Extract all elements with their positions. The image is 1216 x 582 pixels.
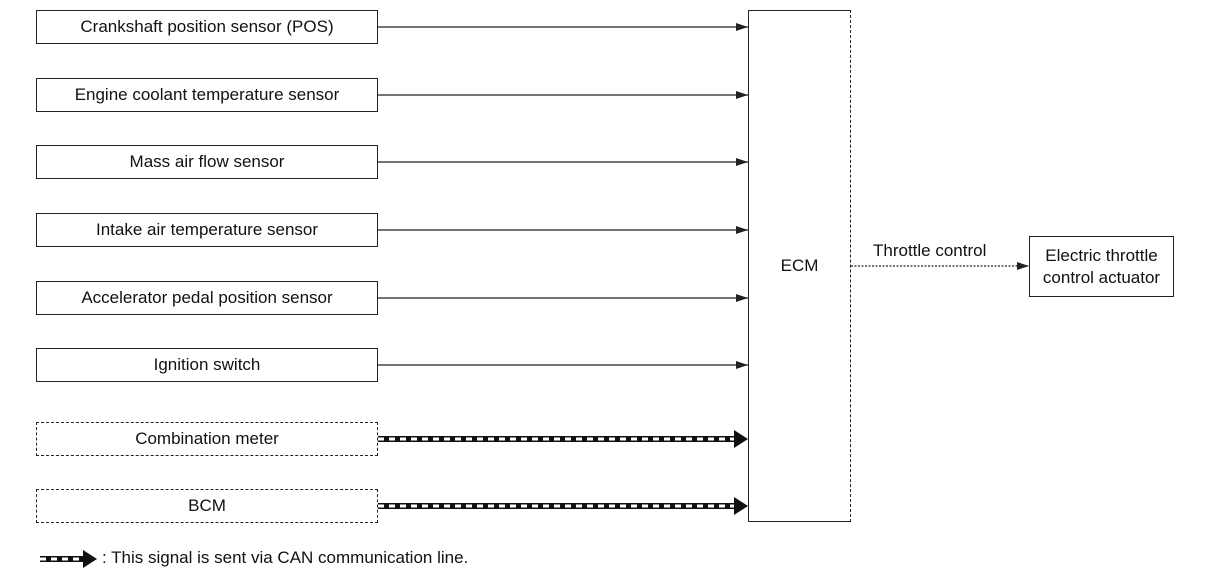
input-box-6: Ignition switch <box>36 348 378 382</box>
actuator-label: Electric throttle control actuator <box>1042 245 1161 287</box>
input-box-4: Intake air temperature sensor <box>36 213 378 247</box>
can-signal-arrow-7 <box>378 430 748 448</box>
input-box-7: Combination meter <box>36 422 378 456</box>
electric-throttle-actuator-box: Electric throttle control actuator <box>1029 236 1174 297</box>
legend-text: : This signal is sent via CAN communicat… <box>102 548 469 567</box>
input-label: Mass air flow sensor <box>129 152 285 171</box>
input-box-1: Crankshaft position sensor (POS) <box>36 10 378 44</box>
input-label: Crankshaft position sensor (POS) <box>80 17 334 36</box>
input-box-3: Mass air flow sensor <box>36 145 378 179</box>
ecm-box: ECM <box>748 10 851 522</box>
can-signal-arrow-8 <box>378 497 748 515</box>
input-label: Intake air temperature sensor <box>95 220 319 239</box>
input-label: Engine coolant temperature sensor <box>74 85 340 104</box>
input-box-2: Engine coolant temperature sensor <box>36 78 378 112</box>
input-box-5: Accelerator pedal position sensor <box>36 281 378 315</box>
ecm-label: ECM <box>780 256 819 275</box>
legend-can-arrow-icon <box>40 550 97 568</box>
input-label: Accelerator pedal position sensor <box>81 288 333 307</box>
input-box-8: BCM <box>36 489 378 523</box>
input-label: BCM <box>188 496 226 515</box>
input-label: Combination meter <box>135 429 279 448</box>
input-label: Ignition switch <box>153 355 261 374</box>
throttle-control-label: Throttle control <box>873 241 987 260</box>
